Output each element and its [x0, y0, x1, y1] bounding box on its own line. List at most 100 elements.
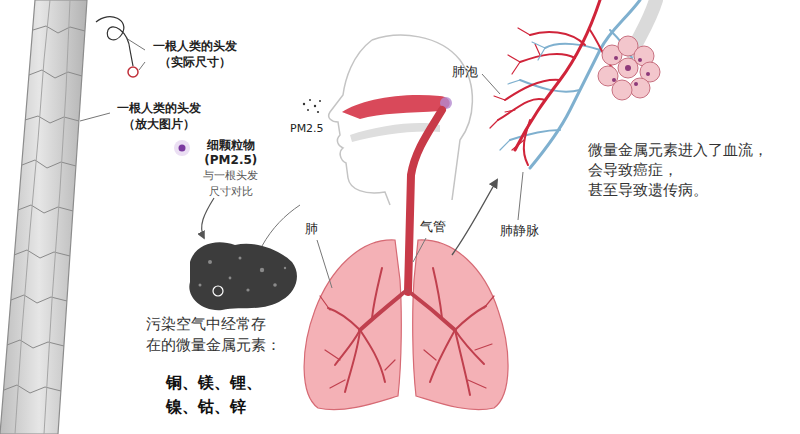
alveoli-cluster: [638, 58, 642, 62]
pm25-dots: [317, 111, 319, 113]
organ-label: 气管: [420, 219, 446, 235]
magnified-hair: [44, 0, 70, 434]
magnified-hair: [4, 385, 61, 393]
leader-line: [80, 113, 110, 121]
lungs: [430, 330, 455, 382]
particle-blob: [246, 288, 249, 291]
lungs: [372, 268, 382, 318]
lungs: [328, 308, 360, 330]
hair-label: 一根人类的头发 （实际尺寸）: [149, 38, 240, 70]
pm25-icon: [179, 145, 186, 152]
magnified-hair: [7, 340, 64, 348]
pm25-icon: [174, 140, 190, 156]
pm25-label: PM2.5: [290, 122, 324, 136]
actual-size-hair: [96, 17, 133, 66]
leader-line: [482, 74, 523, 220]
particle-blob: [199, 284, 202, 287]
size-note: 与一根头发 尺寸对比: [199, 168, 263, 200]
alveoli-cluster: [598, 36, 660, 100]
alveoli-illustration: [510, 130, 560, 140]
magnified-hair: [18, 205, 73, 213]
alveoli-cluster: [612, 56, 650, 86]
actual-size-hair: [96, 17, 138, 77]
head-outline: [329, 35, 473, 205]
magnified-hair: [0, 0, 87, 434]
lungs: [304, 240, 401, 410]
alveoli-cluster: [634, 82, 638, 86]
lungs: [407, 290, 455, 330]
magnified-hair: [22, 160, 76, 168]
alveoli-illustration: [498, 99, 545, 120]
particle-blob: [189, 242, 297, 310]
particle-blob: [273, 283, 277, 287]
magnified-hair: [11, 295, 67, 303]
head-outline: [329, 40, 390, 205]
alveoli-illustration: [530, 32, 585, 45]
lungs: [413, 240, 508, 410]
actual-size-hair: [128, 67, 138, 77]
alveoli-cluster: [618, 58, 638, 78]
alveoli-illustration: [524, 120, 530, 165]
lungs: [320, 268, 494, 395]
lungs: [304, 240, 508, 410]
magnified-hair: [29, 70, 82, 78]
particle-label: 细颗粒物 (PM2.5): [202, 138, 260, 168]
leader-line: [482, 74, 500, 94]
organ-label: 肺静脉: [500, 223, 539, 239]
alveoli-illustration: [500, 42, 545, 150]
pm25-dots: [319, 100, 321, 102]
lungs: [345, 330, 360, 392]
effect-note: 微量金属元素进入了血流， 会导致癌症， 甚至导致遗传病。: [588, 140, 783, 200]
metal-list: 铜、镁、锂、 镍、钴、锌: [166, 371, 275, 419]
head-outline: [372, 35, 472, 200]
lungs: [360, 290, 407, 330]
particle-blob: [213, 286, 223, 296]
magnified-hair: [15, 0, 50, 434]
alveoli-illustration: [520, 54, 575, 62]
pm25-dots: [307, 109, 309, 111]
pm25-dots: [309, 99, 311, 101]
magnified-hair: [25, 116, 79, 123]
magnified-hair: [4, 0, 85, 434]
particle-blob: [208, 260, 212, 264]
leader-line: [139, 62, 145, 70]
leader-line: [126, 38, 145, 50]
magnified-hair: [33, 26, 85, 33]
lungs: [433, 268, 442, 318]
leader-line: [518, 172, 523, 220]
pm25-icon: [174, 140, 190, 156]
alveoli-illustration: [490, 28, 540, 150]
pointer-arrow: [452, 180, 497, 255]
pointer-arrow: [202, 198, 214, 238]
alveoli-cluster: [630, 78, 650, 98]
alveoli-cluster: [646, 72, 650, 76]
leader-line: [317, 238, 426, 288]
particle-blob: [189, 242, 297, 310]
particle-blob: [199, 257, 287, 292]
organ-label: 肺泡: [452, 64, 478, 80]
magnified-hair: [0, 0, 87, 434]
lungs: [320, 296, 494, 388]
pm25-dots: [314, 105, 316, 107]
organ-label: 肺: [305, 221, 318, 237]
particle-blob: [260, 268, 264, 272]
lungs: [455, 306, 486, 330]
leader-line: [262, 205, 300, 246]
particle-blob: [239, 257, 242, 260]
particle-blob: [229, 277, 232, 280]
lungs: [455, 330, 470, 395]
alveoli-cluster: [614, 56, 618, 60]
leader-line: [317, 240, 332, 288]
alveoli-cluster: [612, 78, 616, 82]
alveoli-illustration: [545, 44, 600, 50]
airway: [342, 95, 450, 119]
particle-blob: [284, 267, 286, 269]
alveoli-cluster: [625, 65, 631, 71]
hair-label: 一根人类的头发 （放大图片）: [113, 100, 204, 132]
pm25-dots: [303, 99, 321, 113]
magnified-hair: [14, 250, 70, 258]
alveoli-cluster: [598, 66, 618, 86]
leader-line: [413, 238, 426, 262]
